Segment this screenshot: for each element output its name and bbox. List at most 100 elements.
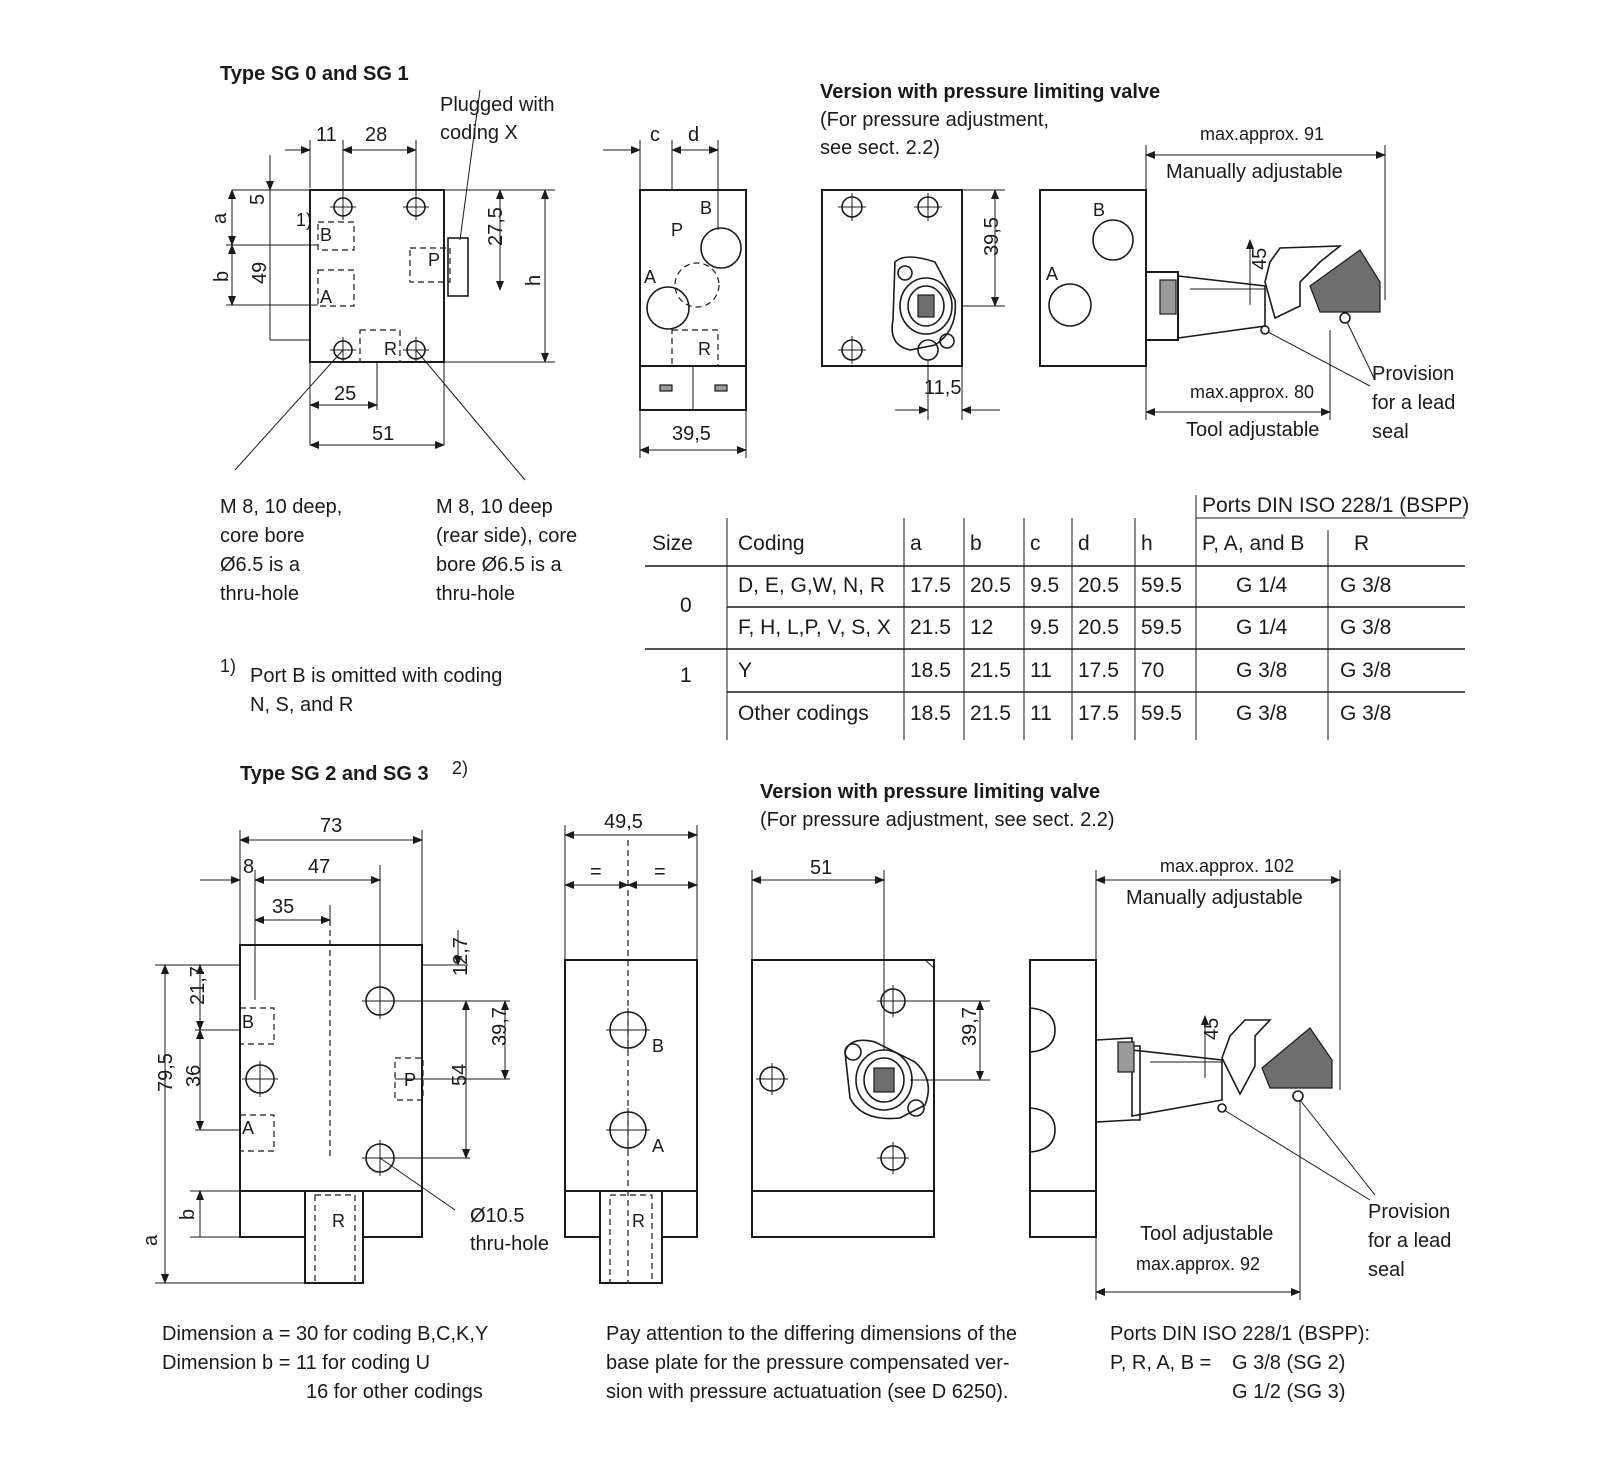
dim-28: 28 <box>365 124 387 146</box>
svg-text:G 3/8: G 3/8 <box>1236 702 1287 725</box>
table-header-size: Size <box>652 532 693 555</box>
bottom-version-sub: (For pressure adjustment, see sect. 2.2) <box>760 809 1115 831</box>
footnote-1-marker: 1) <box>220 656 236 676</box>
dim-equal-left: = <box>590 861 602 883</box>
dim-39-5-vertical: 39,5 <box>981 217 1003 256</box>
top-version-front-view <box>821 189 1005 420</box>
dim-45-bottom: 45 <box>1201 1018 1223 1040</box>
svg-text:G 3/8: G 3/8 <box>1340 702 1391 725</box>
table-header-pab: P, A, and B <box>1202 532 1304 555</box>
svg-text:12: 12 <box>970 616 993 639</box>
table-size-1: 1 <box>680 664 692 687</box>
dim-8: 8 <box>243 856 254 878</box>
dim-11-5: 11,5 <box>924 377 961 399</box>
top-version-title: Version with pressure limiting valve <box>820 81 1160 103</box>
svg-text:20.5: 20.5 <box>1078 616 1119 639</box>
table-row: Y 18.5 21.5 11 17.5 70 G 3/8 G 3/8 <box>738 659 1391 682</box>
port-a-label: A <box>320 287 332 307</box>
max-approx-91: max.approx. 91 <box>1200 124 1324 144</box>
table-row: Other codings 18.5 21.5 11 17.5 59.5 G 3… <box>738 702 1391 725</box>
port-b-label-version: B <box>1093 200 1105 220</box>
svg-text:11: 11 <box>1030 702 1052 725</box>
table-row: D, E, G,W, N, R 17.5 20.5 9.5 20.5 59.5 … <box>738 574 1391 597</box>
dim-45-top: 45 <box>1249 248 1271 270</box>
port-b-label-bottom-side: B <box>652 1036 664 1056</box>
dim-35: 35 <box>272 896 294 918</box>
dim-27-5: 27,5 <box>485 207 507 246</box>
dim-39-7: 39,7 <box>489 1007 511 1046</box>
svg-text:21.5: 21.5 <box>910 616 951 639</box>
dim-47: 47 <box>308 856 330 878</box>
table-row: F, H, L,P, V, S, X 21.5 12 9.5 20.5 59.5… <box>738 616 1391 639</box>
bottom-side-view <box>564 825 698 1284</box>
svg-text:20.5: 20.5 <box>1078 574 1119 597</box>
svg-text:G 1/4: G 1/4 <box>1236 574 1288 597</box>
dim-39-7-bottom: 39,7 <box>959 1007 981 1046</box>
port-r-label: R <box>384 339 397 359</box>
bottom-front-view <box>155 830 510 1284</box>
svg-text:17.5: 17.5 <box>1078 702 1119 725</box>
dim-51-bottom: 51 <box>810 857 832 879</box>
tool-adjustable-bottom: Tool adjustable <box>1140 1223 1273 1245</box>
svg-text:21.5: 21.5 <box>970 659 1011 682</box>
port-b-label: B <box>320 225 332 245</box>
svg-text:17.5: 17.5 <box>1078 659 1119 682</box>
dim-49-5: 49,5 <box>604 811 643 833</box>
port-p-label-bottom: P <box>404 1070 416 1090</box>
svg-text:D, E, G,W, N, R: D, E, G,W, N, R <box>738 574 885 597</box>
bottom-heading-footnote: 2) <box>452 758 468 778</box>
dim-79-5: 79,5 <box>155 1053 177 1092</box>
svg-text:59.5: 59.5 <box>1141 574 1182 597</box>
svg-text:11: 11 <box>1030 659 1052 682</box>
dim-c: c <box>650 124 660 146</box>
svg-text:F, H, L,P, V, S, X: F, H, L,P, V, S, X <box>738 616 891 639</box>
dim-25: 25 <box>334 383 356 405</box>
dim-21-7: 21,7 <box>187 966 209 1005</box>
manually-adjustable-top: Manually adjustable <box>1166 161 1343 183</box>
svg-text:9.5: 9.5 <box>1030 574 1059 597</box>
dim-73: 73 <box>320 815 342 837</box>
bottom-version-side-view <box>1029 870 1376 1300</box>
port-r-label-bottom: R <box>332 1211 345 1231</box>
svg-text:21.5: 21.5 <box>970 702 1011 725</box>
svg-text:17.5: 17.5 <box>910 574 951 597</box>
dim-51: 51 <box>372 423 394 445</box>
top-heading: Type SG 0 and SG 1 <box>220 63 409 85</box>
max-approx-80: max.approx. 80 <box>1190 382 1314 402</box>
table-header-d: d <box>1078 532 1090 555</box>
top-version-sub: (For pressure adjustment,see sect. 2.2) <box>820 109 1049 159</box>
dim-a-bottom: a <box>140 1234 162 1246</box>
max-approx-92: max.approx. 92 <box>1136 1254 1260 1274</box>
dim-h: h <box>523 275 545 286</box>
max-approx-102: max.approx. 102 <box>1160 856 1294 876</box>
svg-text:Other codings: Other codings <box>738 702 869 725</box>
port-p-label-side: P <box>671 220 683 240</box>
table-ports-group-header: Ports DIN ISO 228/1 (BSPP) <box>1202 494 1469 517</box>
table-header-c: c <box>1030 532 1041 555</box>
footnote-1-mark: 1) <box>296 210 312 230</box>
note-dimensions: Dimension a = 30 for coding B,C,K,Y Dime… <box>162 1323 493 1403</box>
svg-text:G 1/4: G 1/4 <box>1236 616 1288 639</box>
svg-text:G 3/8: G 3/8 <box>1340 616 1391 639</box>
note-attention: Pay attention to the differing dimension… <box>606 1323 1023 1403</box>
dim-36: 36 <box>183 1065 205 1087</box>
svg-text:59.5: 59.5 <box>1141 616 1182 639</box>
port-a-label-version: A <box>1046 264 1058 284</box>
svg-text:20.5: 20.5 <box>970 574 1011 597</box>
port-r-label-side: R <box>698 339 711 359</box>
dim-11: 11 <box>316 124 337 146</box>
port-b-label-side: B <box>700 198 712 218</box>
dim-d: d <box>688 124 699 146</box>
dim-49: 49 <box>249 262 271 284</box>
top-version-side-view <box>1039 145 1386 420</box>
svg-text:G 3/8: G 3/8 <box>1236 659 1287 682</box>
port-a-label-side: A <box>644 267 656 287</box>
bottom-heading: Type SG 2 and SG 3 <box>240 763 429 785</box>
